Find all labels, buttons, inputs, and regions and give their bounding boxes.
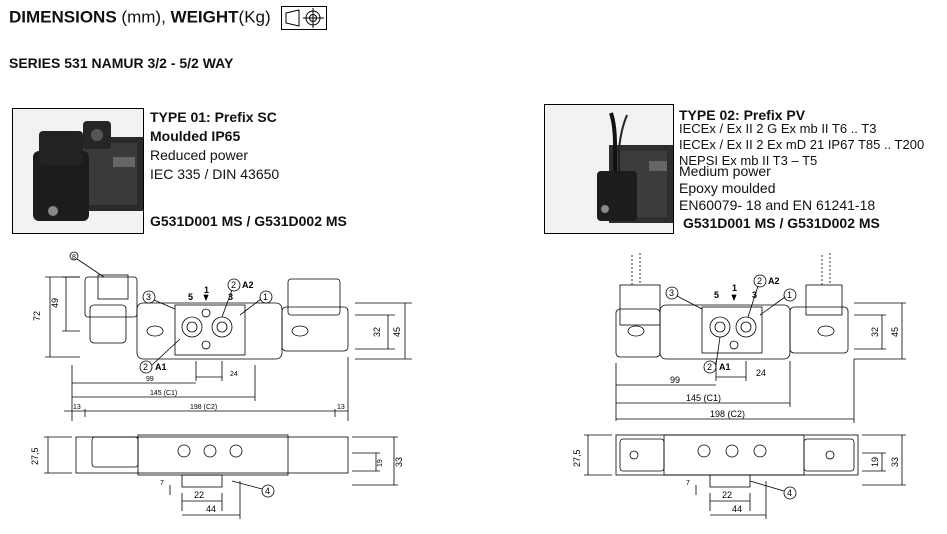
port-3: 3 bbox=[228, 292, 233, 302]
type01-description: TYPE 01: Prefix SC Moulded IP65 Reduced … bbox=[150, 108, 279, 184]
type02-front-dimensions bbox=[615, 302, 906, 423]
type02-cert-line: IECEx / Ex II 2 Ex mD 21 IP67 T85 .. T20… bbox=[679, 137, 925, 152]
weight-label: WEIGHT bbox=[170, 7, 239, 27]
port-3: 3 bbox=[752, 290, 757, 300]
type02-bottom-view bbox=[584, 434, 906, 519]
callout-3: 3 bbox=[146, 292, 151, 302]
dim-198: 198 (C2) bbox=[190, 404, 217, 411]
label-a2: A2 bbox=[768, 276, 780, 286]
type01-title: TYPE 01: Prefix SC bbox=[150, 109, 277, 125]
dim-24: 24 bbox=[756, 368, 766, 378]
type02-callouts bbox=[665, 274, 797, 500]
dimensions-unit: (mm), bbox=[121, 7, 166, 27]
type02-drawing-labels: 3 2 1 2 4 A2 A1 5 1 3 32 45 24 99 145 (C… bbox=[572, 276, 900, 514]
port-5: 5 bbox=[188, 292, 193, 302]
type01-bottom-view bbox=[44, 434, 398, 519]
dim-45: 45 bbox=[890, 327, 900, 337]
dim-19: 19 bbox=[377, 459, 384, 467]
dim-145: 145 (C1) bbox=[686, 393, 721, 403]
label-a1: A1 bbox=[719, 362, 731, 372]
type01-technical-drawing: 8 3 2 1 2 4 A2 A1 5 1 3 72 49 32 45 24 9… bbox=[30, 251, 412, 519]
dim-145: 145 (C1) bbox=[150, 390, 177, 397]
type02-cert-line: IECEx / Ex II 2 G Ex mb II T6 .. T3 bbox=[679, 121, 877, 136]
type02-line: EN60079- 18 and EN 61241-18 bbox=[679, 197, 876, 213]
dim-22: 22 bbox=[194, 490, 204, 500]
dim-24: 24 bbox=[230, 371, 238, 378]
dim-33: 33 bbox=[890, 457, 900, 467]
type01-front-dimensions bbox=[45, 276, 412, 421]
dim-7: 7 bbox=[686, 480, 690, 487]
type01-front-view bbox=[84, 274, 349, 360]
series-title: SERIES 531 NAMUR 3/2 - 5/2 WAY bbox=[9, 55, 234, 71]
callout-1: 1 bbox=[787, 290, 792, 300]
callout-4: 4 bbox=[787, 488, 792, 498]
type02-codes: G531D001 MS / G531D002 MS bbox=[683, 215, 880, 231]
dim-45: 45 bbox=[392, 327, 402, 337]
dim-27-5: 27,5 bbox=[572, 449, 582, 467]
type02-title: TYPE 02: Prefix PV bbox=[679, 107, 806, 123]
callout-2: 2 bbox=[143, 362, 148, 372]
type01-drawing-labels: 8 3 2 1 2 4 A2 A1 5 1 3 72 49 32 45 24 9… bbox=[30, 254, 404, 514]
dimensions-label: DIMENSIONS bbox=[9, 7, 117, 27]
type02-product-photo bbox=[544, 104, 674, 234]
type02-description: Medium power Epoxy moulded EN60079- 18 a… bbox=[679, 163, 875, 214]
dim-19: 19 bbox=[870, 457, 880, 467]
type01-callouts bbox=[69, 251, 275, 498]
dim-7: 7 bbox=[160, 480, 164, 487]
dim-13: 13 bbox=[337, 404, 345, 411]
label-a2: A2 bbox=[242, 280, 254, 290]
callout-8: 8 bbox=[72, 254, 76, 261]
dim-198: 198 (C2) bbox=[710, 409, 745, 419]
type02-line: Epoxy moulded bbox=[679, 180, 776, 196]
page-header: DIMENSIONS (mm), WEIGHT(Kg) bbox=[9, 6, 328, 30]
callout-1: 1 bbox=[263, 292, 268, 302]
dim-99: 99 bbox=[146, 376, 154, 383]
label-a1: A1 bbox=[155, 362, 167, 372]
dim-27-5: 27,5 bbox=[30, 447, 40, 465]
type01-product-photo bbox=[12, 108, 144, 234]
type02-front-view bbox=[615, 253, 849, 360]
callout-4: 4 bbox=[265, 486, 270, 496]
type01-codes: G531D001 MS / G531D002 MS bbox=[150, 213, 347, 229]
callout-2: 2 bbox=[757, 276, 762, 286]
port-1: 1 bbox=[204, 285, 209, 295]
dim-44: 44 bbox=[206, 504, 216, 514]
callout-2: 2 bbox=[707, 362, 712, 372]
type02-cert-line: NEPSI Ex mb II T3 – T5 bbox=[679, 153, 818, 168]
type02-technical-drawing: 3 2 1 2 4 A2 A1 5 1 3 32 45 24 99 145 (C… bbox=[572, 253, 906, 519]
callout-3: 3 bbox=[669, 288, 674, 298]
type02-line: Medium power bbox=[679, 163, 771, 179]
dim-32: 32 bbox=[870, 327, 880, 337]
dim-32: 32 bbox=[372, 327, 382, 337]
type01-line: Moulded IP65 bbox=[150, 128, 241, 144]
dim-72: 72 bbox=[32, 311, 42, 321]
dim-13: 13 bbox=[73, 404, 81, 411]
dim-44: 44 bbox=[732, 504, 742, 514]
dim-49: 49 bbox=[50, 298, 60, 308]
weight-unit: (Kg) bbox=[238, 7, 271, 27]
port-1: 1 bbox=[732, 283, 737, 293]
first-angle-projection-icon bbox=[281, 6, 328, 30]
port-5: 5 bbox=[714, 290, 719, 300]
type02-certifications: IECEx / Ex II 2 G Ex mb II T6 .. T3 IECE… bbox=[679, 121, 924, 169]
dim-22: 22 bbox=[722, 490, 732, 500]
type01-line: Reduced power bbox=[150, 147, 249, 163]
dim-33: 33 bbox=[394, 457, 404, 467]
callout-2: 2 bbox=[231, 280, 236, 290]
dim-99: 99 bbox=[670, 375, 680, 385]
type01-line: IEC 335 / DIN 43650 bbox=[150, 166, 280, 182]
